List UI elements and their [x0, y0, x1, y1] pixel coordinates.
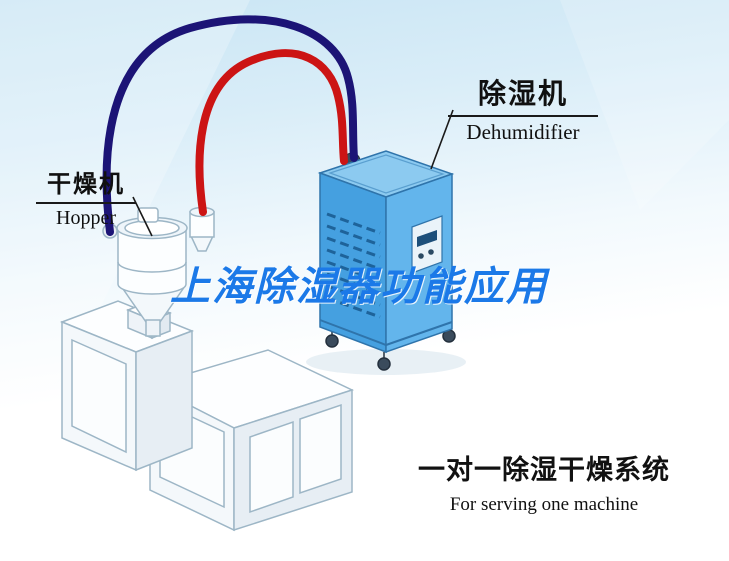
vent-row [326, 212, 381, 235]
hopper-seam [117, 261, 187, 273]
vent-row [326, 248, 381, 271]
cabinet-door [249, 420, 294, 514]
dehumidifier-unit [306, 150, 466, 375]
housing-panel [71, 338, 127, 454]
red-supply-hose [195, 49, 348, 216]
vent-row [326, 224, 381, 247]
dryer-callout: 干燥机 Hopper [36, 164, 136, 230]
watermark-title: 上海除湿器功能应用 [170, 265, 548, 309]
control-panel [411, 215, 443, 274]
panel-button [418, 253, 424, 259]
vent-row [326, 260, 381, 283]
housing-side [135, 329, 193, 472]
panel-display [417, 230, 437, 247]
extruder-machine [59, 300, 355, 532]
light-band [560, 0, 729, 210]
panel-button [428, 249, 434, 255]
system-caption-cn: 一对一除湿干燥系统 [418, 455, 670, 485]
dehumidifier-label-cn: 除湿机 [448, 72, 598, 117]
panel-plate [411, 215, 443, 274]
hopper-body [117, 227, 187, 295]
dehumidifier-callout: 除湿机 Dehumidifier [448, 72, 598, 145]
vent-row [326, 284, 381, 307]
unit-top-rim [328, 154, 445, 194]
hopper-spout [145, 319, 161, 337]
system-caption-en: For serving one machine [449, 494, 639, 515]
system-caption: 一对一除湿干燥系统 For serving one machine [398, 448, 690, 516]
material-loader [189, 206, 215, 252]
dryer-label-en: Hopper [56, 207, 116, 229]
cabinet-door [299, 403, 342, 495]
dehumidifier-label-en: Dehumidifier [466, 120, 580, 144]
vent-row [326, 296, 381, 319]
vent-row [326, 236, 381, 259]
unit-base-trim [319, 319, 453, 347]
vent-row [326, 272, 381, 295]
dehumidifier-connector-line [430, 109, 454, 170]
dryer-label-cn: 干燥机 [36, 164, 136, 204]
blue-return-hose [102, 15, 358, 236]
loader-cone [189, 235, 215, 252]
dryer-connector-line [132, 196, 153, 237]
caster-wheels [325, 324, 456, 371]
label-connectors [132, 109, 454, 237]
vent-grid [326, 212, 381, 319]
